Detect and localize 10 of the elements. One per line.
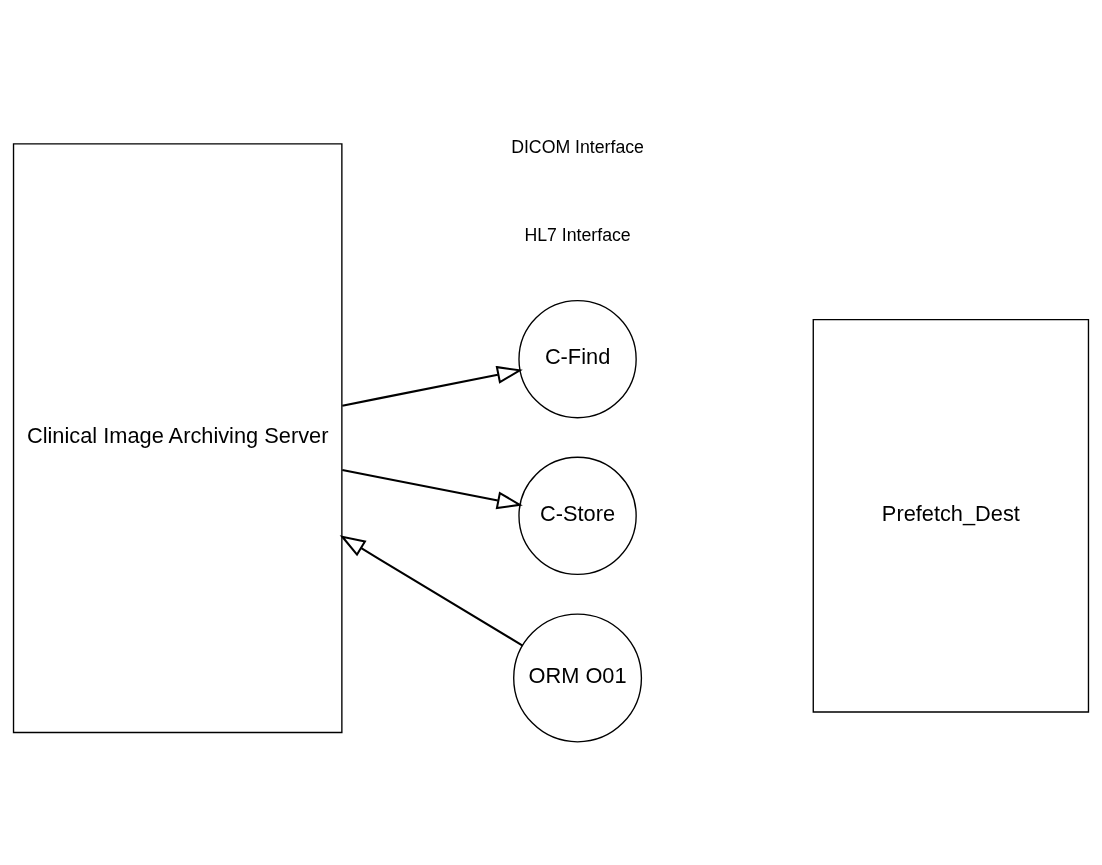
node-circle: C-Store	[518, 456, 637, 576]
arrow	[342, 469, 523, 510]
node-box: Prefetch_Dest	[812, 318, 1090, 713]
node-circle: C-Find	[518, 299, 637, 419]
node-circle: ORM O01	[513, 613, 643, 743]
label: HL7 Interface	[524, 225, 631, 246]
arrow	[339, 535, 524, 647]
label: DICOM Interface	[511, 136, 644, 157]
node-box: Clinical Image Archiving Server	[12, 143, 343, 734]
arrow	[342, 365, 523, 407]
